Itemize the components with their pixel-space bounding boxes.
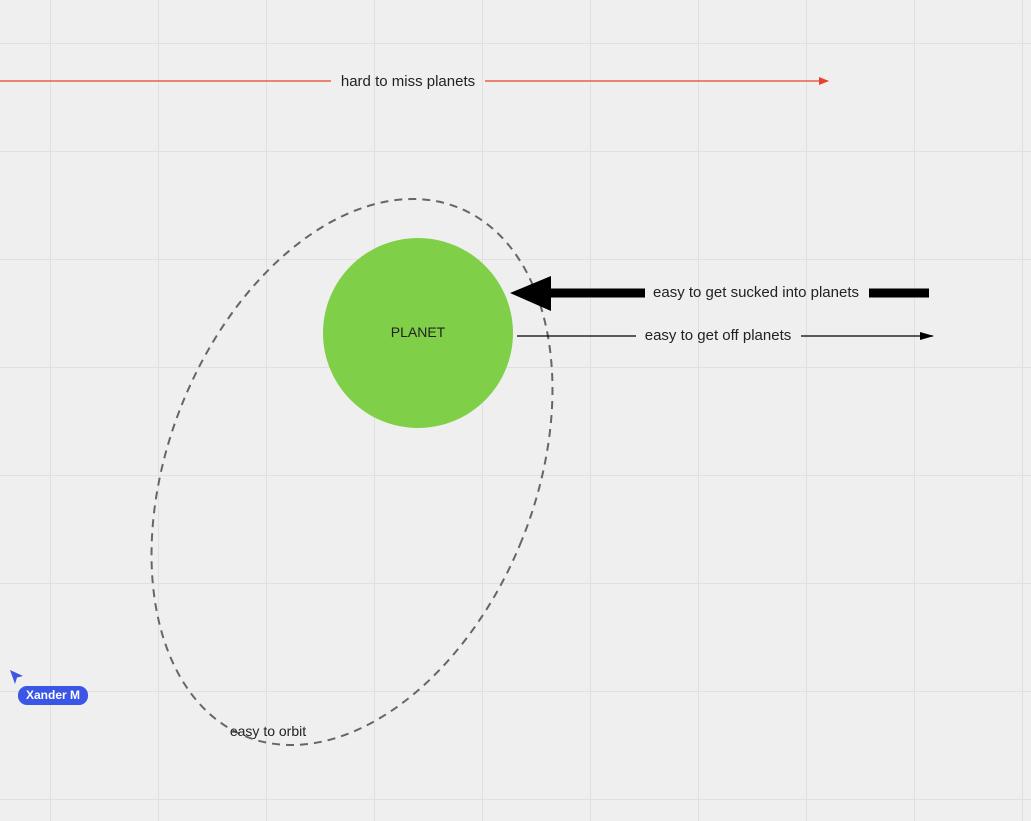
planet-label: PLANET xyxy=(391,324,446,340)
orbit-label: easy to orbit xyxy=(230,723,306,739)
planet-node[interactable]: PLANET xyxy=(323,238,513,428)
orbit-ellipse[interactable] xyxy=(76,139,629,805)
cursor-arrow-icon xyxy=(10,670,23,684)
get-off-arrow-label: easy to get off planets xyxy=(645,327,792,344)
sucked-in-arrow-label: easy to get sucked into planets xyxy=(653,284,859,301)
collaborator-cursor: Xander M xyxy=(8,668,98,708)
collaborator-name-tag: Xander M xyxy=(18,686,89,705)
orbit-path[interactable] xyxy=(76,139,629,805)
miss-arrow[interactable]: hard to miss planets xyxy=(0,73,829,90)
planet-circle[interactable] xyxy=(323,238,513,428)
sucked-in-arrowhead-icon xyxy=(510,276,551,311)
miss-arrow-label: hard to miss planets xyxy=(341,73,475,90)
get-off-arrow[interactable]: easy to get off planets xyxy=(517,327,934,344)
sucked-in-arrow[interactable]: easy to get sucked into planets xyxy=(510,276,929,311)
